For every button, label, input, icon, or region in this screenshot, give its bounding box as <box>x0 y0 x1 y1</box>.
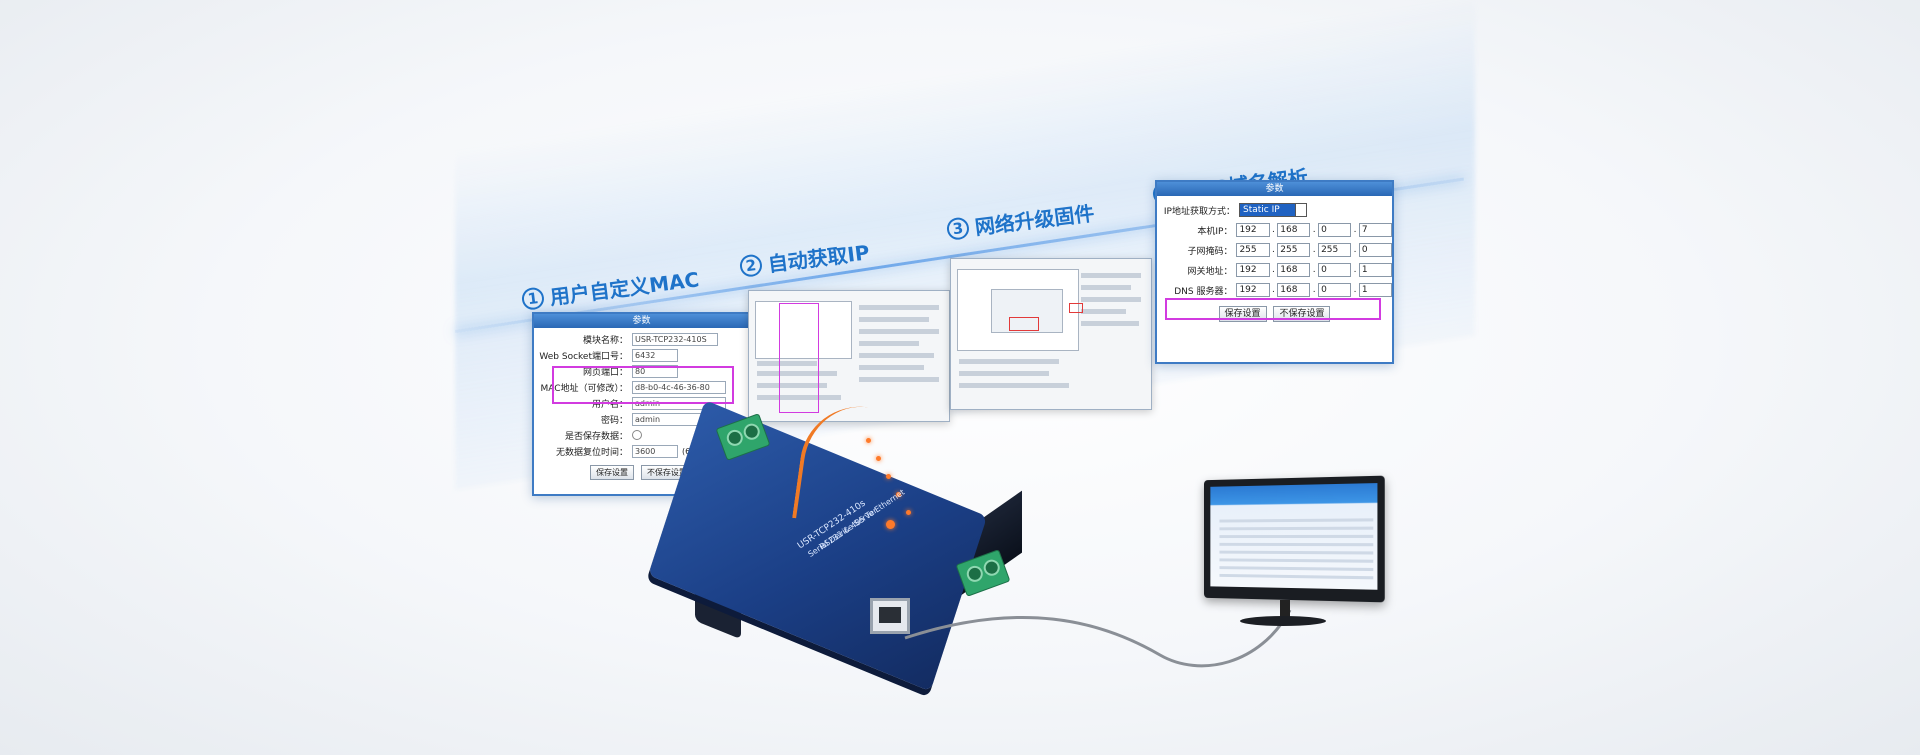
save-data-radio[interactable] <box>632 430 642 440</box>
local-ip-octet-2[interactable]: 168 <box>1277 223 1310 237</box>
gateway-label: 网关地址： <box>1157 264 1236 277</box>
dns-octet-1[interactable]: 192 <box>1236 283 1269 297</box>
reset-time-label: 无数据复位时间： <box>534 445 632 458</box>
gateway-octet-4[interactable]: 1 <box>1359 263 1392 277</box>
logo-icon <box>886 520 895 529</box>
local-ip-octet-4[interactable]: 7 <box>1359 223 1392 237</box>
mac-highlight-box <box>552 366 734 404</box>
step-3-number-icon: 3 <box>946 216 971 241</box>
subnet-octet-3[interactable]: 255 <box>1318 243 1351 257</box>
local-ip-label: 本机IP： <box>1157 224 1236 237</box>
led-icon <box>906 510 911 515</box>
panel-title: 参数 <box>534 314 749 328</box>
dns-octet-4[interactable]: 1 <box>1359 283 1392 297</box>
subnet-octet-1[interactable]: 255 <box>1236 243 1269 257</box>
dns-highlight-box <box>1165 298 1381 320</box>
gateway-octet-1[interactable]: 192 <box>1236 263 1269 277</box>
led-icon <box>886 474 891 479</box>
local-ip-octet-3[interactable]: 0 <box>1318 223 1351 237</box>
auto-ip-screenshot <box>748 290 950 422</box>
subnet-mask-label: 子网掩码： <box>1157 244 1236 257</box>
monitor <box>1204 476 1385 603</box>
gateway-octet-2[interactable]: 168 <box>1277 263 1310 277</box>
save-settings-button[interactable]: 保存设置 <box>590 465 634 480</box>
reset-time-input[interactable]: 3600 <box>632 445 678 458</box>
websocket-port-label: Web Socket端口号： <box>534 349 632 362</box>
monitor-base <box>1240 616 1326 626</box>
firmware-highlight-box-2 <box>1069 303 1083 313</box>
led-icon <box>876 456 881 461</box>
dns-settings-panel: 参数 IP地址获取方式： Static IP 本机IP： 192. 168. 0… <box>1155 180 1394 364</box>
subnet-octet-4[interactable]: 0 <box>1359 243 1392 257</box>
password-label: 密码： <box>534 413 632 426</box>
local-ip-octet-1[interactable]: 192 <box>1236 223 1269 237</box>
save-data-label: 是否保存数据： <box>534 429 632 442</box>
panel-title: 参数 <box>1157 182 1392 196</box>
step-1-number-icon: 1 <box>521 286 546 311</box>
gateway-octet-3[interactable]: 0 <box>1318 263 1351 277</box>
module-name-label: 模块名称： <box>534 333 632 346</box>
websocket-port-input[interactable]: 6432 <box>632 349 678 362</box>
ip-mode-select[interactable]: Static IP <box>1239 203 1307 217</box>
dns-octet-2[interactable]: 168 <box>1277 283 1310 297</box>
ip-mode-label: IP地址获取方式： <box>1157 204 1239 217</box>
dns-server-label: DNS 服务器： <box>1157 284 1236 297</box>
dns-octet-3[interactable]: 0 <box>1318 283 1351 297</box>
monitor-screen <box>1210 483 1377 590</box>
subnet-octet-2[interactable]: 255 <box>1277 243 1310 257</box>
module-name-input[interactable]: USR-TCP232-410S <box>632 333 718 346</box>
firmware-upgrade-screenshot <box>950 258 1152 410</box>
auto-ip-highlight-box <box>779 303 819 413</box>
firmware-highlight-box <box>1009 317 1039 331</box>
step-2-number-icon: 2 <box>739 253 764 278</box>
led-icon <box>866 438 871 443</box>
